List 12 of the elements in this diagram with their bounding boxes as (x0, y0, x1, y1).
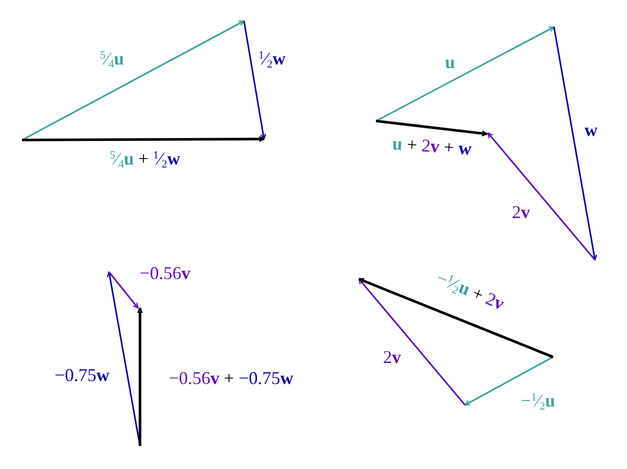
vector-label: u + 2v + w (392, 134, 472, 158)
vector-label: −0.75w (54, 366, 110, 384)
vector-label: u (445, 53, 455, 71)
vector-label: −$^{1}$⁄$_{2}$u (520, 392, 556, 412)
vector-label: w (584, 121, 598, 139)
vector-label: $^{1}$⁄$_{2}$w (258, 50, 286, 70)
vector-label: −0.56v + −0.75w (168, 369, 294, 387)
vector-label: 2v (383, 348, 401, 366)
vector-label: $^{5}$⁄$_{4}$u + $^{1}$⁄$_{2}$w (110, 150, 180, 170)
vector-label: $^{5}$⁄$_{4}$u (100, 50, 124, 70)
vector-label: 2v (512, 203, 530, 221)
vector-label: −0.56v (140, 264, 190, 282)
